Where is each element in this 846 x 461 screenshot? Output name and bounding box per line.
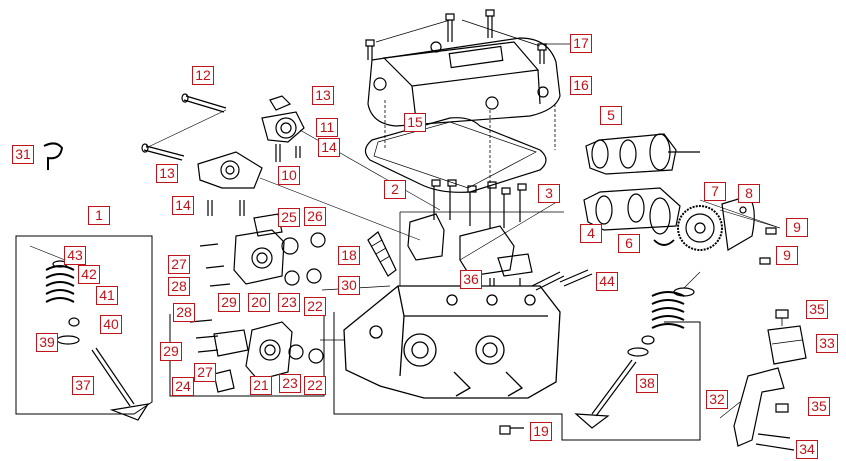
callout-32: 32	[706, 390, 728, 409]
callout-9-lower: 9	[776, 246, 798, 265]
callout-26: 26	[304, 207, 326, 226]
cylinder-head	[343, 285, 561, 399]
valve-right	[574, 271, 701, 429]
callout-28-upper: 28	[168, 277, 190, 296]
callout-8: 8	[738, 184, 760, 203]
callout-28-lower: 28	[173, 303, 195, 322]
bolt-19	[499, 425, 524, 435]
callout-27-upper: 27	[168, 255, 190, 274]
callout-43: 43	[64, 246, 86, 265]
callout-10: 10	[278, 166, 300, 185]
callout-12: 12	[192, 66, 214, 85]
callout-29-upper: 29	[218, 293, 240, 312]
callout-7: 7	[704, 182, 726, 201]
callout-29-lower: 29	[160, 342, 182, 361]
callout-27-lower: 27	[194, 363, 216, 382]
callout-5: 5	[600, 106, 622, 125]
callout-13-upper: 13	[312, 86, 334, 105]
callout-18: 18	[338, 246, 360, 265]
cover-bolts	[365, 9, 570, 64]
callout-3: 3	[538, 184, 560, 203]
camshaft-upper	[585, 133, 700, 175]
cam-carrier	[407, 213, 533, 277]
callout-15: 15	[404, 113, 426, 132]
callout-9-upper: 9	[786, 218, 808, 237]
callout-37: 37	[72, 376, 94, 395]
callout-40: 40	[100, 315, 122, 334]
callout-1: 1	[88, 206, 110, 225]
callout-31: 31	[12, 145, 34, 164]
thermostat-housing-upper	[199, 213, 326, 287]
rocker-arm-lower	[197, 151, 263, 216]
callout-33: 33	[816, 334, 838, 353]
callout-19: 19	[530, 422, 552, 441]
valve-group-frame-left	[15, 235, 153, 415]
callout-30: 30	[338, 276, 360, 295]
callout-35-upper: 35	[806, 300, 828, 319]
cover-gasket	[364, 117, 547, 193]
callout-11: 11	[316, 118, 338, 137]
head-frame	[333, 312, 701, 441]
callout-44: 44	[596, 272, 618, 291]
callout-22-lower: 22	[304, 376, 326, 395]
clip-31	[43, 142, 64, 170]
callout-14-lower: 14	[172, 196, 194, 215]
callout-39: 39	[36, 333, 58, 352]
callout-16: 16	[570, 76, 592, 95]
callout-23-upper: 23	[278, 293, 300, 312]
callout-14-upper: 14	[318, 138, 340, 157]
rocker-shaft	[141, 93, 227, 161]
callout-42: 42	[78, 265, 100, 284]
callout-35-lower: 35	[808, 397, 830, 416]
valve-cover	[367, 37, 561, 127]
spark-plug	[367, 231, 397, 277]
rocker-arm-upper	[261, 95, 305, 162]
thermostat-housing-lower	[189, 319, 324, 393]
callout-22-upper: 22	[304, 297, 326, 316]
callout-13-lower: 13	[156, 164, 178, 183]
cam-plate	[721, 195, 755, 251]
callout-23-lower: 23	[279, 374, 301, 393]
callout-34: 34	[796, 440, 818, 459]
cam-sprocket	[677, 205, 723, 251]
callout-4: 4	[580, 224, 602, 243]
callout-20: 20	[248, 293, 270, 312]
callout-38: 38	[636, 374, 658, 393]
callout-21: 21	[250, 376, 272, 395]
callout-17: 17	[570, 34, 592, 53]
callout-36: 36	[460, 270, 482, 289]
callout-25: 25	[278, 208, 300, 227]
engine-mount	[733, 309, 807, 451]
callout-24: 24	[172, 377, 194, 396]
callout-6: 6	[618, 234, 640, 253]
valve-left	[29, 245, 150, 421]
callout-2: 2	[384, 180, 406, 199]
callout-41: 41	[96, 286, 118, 305]
camshaft-lower	[583, 187, 681, 235]
head-bolts	[431, 179, 527, 228]
